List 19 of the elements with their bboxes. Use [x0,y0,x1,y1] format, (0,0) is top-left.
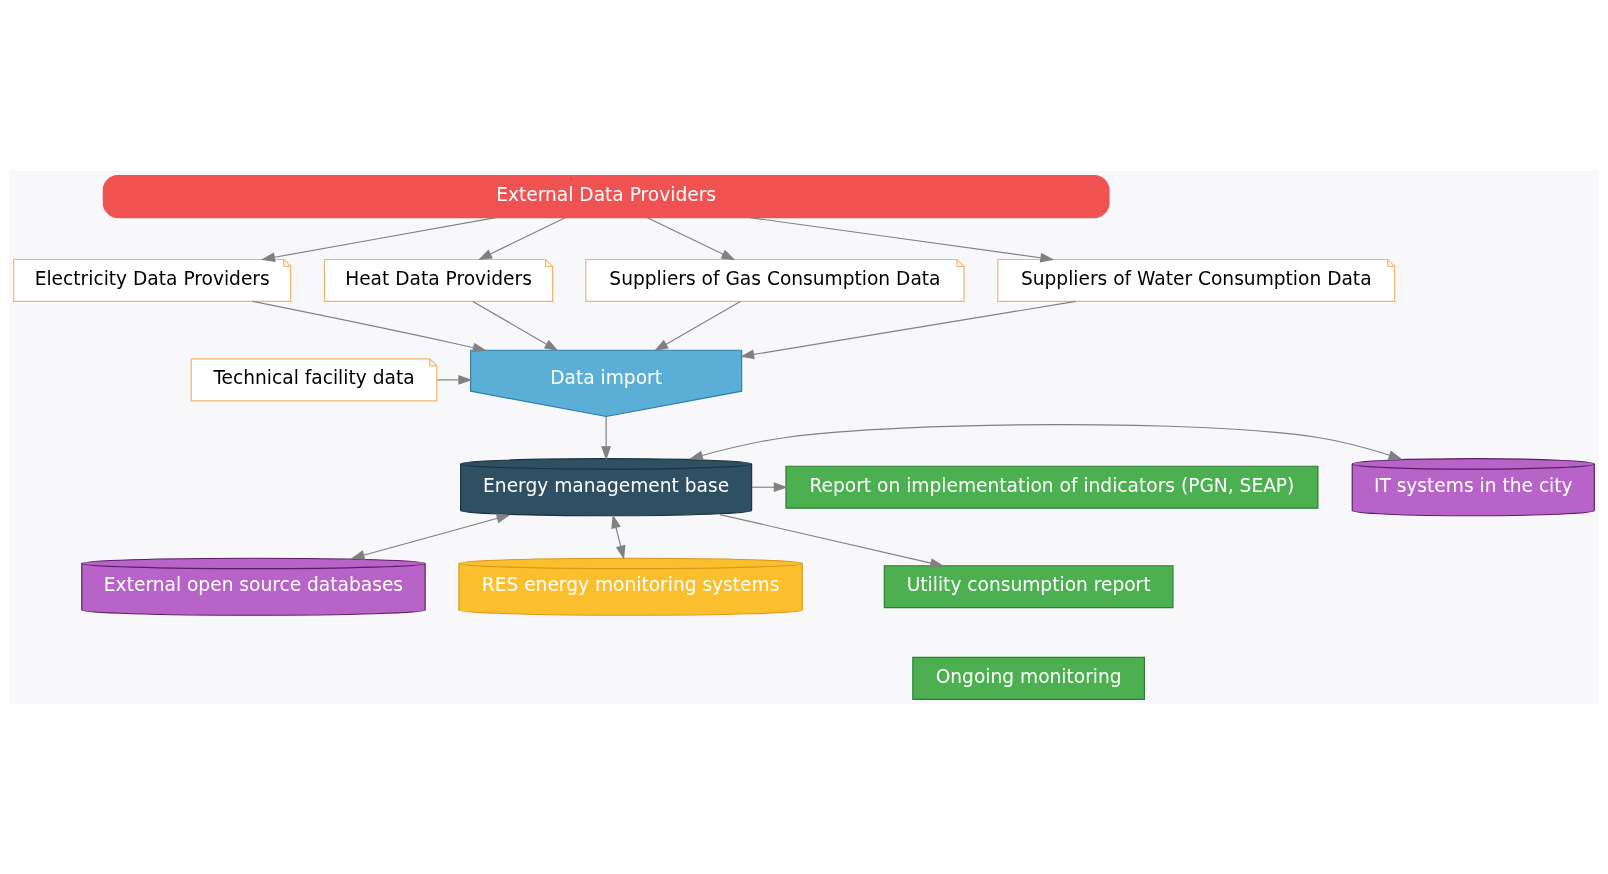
arrow [689,423,1403,460]
node-box: External Data Providers [102,174,1110,218]
arrow [436,374,473,385]
arrow [654,300,741,351]
node-box: Report on implementation of indicators (PGN, SEAP) [785,465,1319,509]
node-box: Ongoing monitoring [912,656,1146,700]
arrow [251,300,487,352]
arrow [478,216,566,260]
node-box: Utility consumption report [883,564,1174,608]
arrow [719,513,945,568]
arrow [740,300,1077,359]
arrow [472,300,559,351]
arrow [350,513,511,560]
arrow [749,216,1055,263]
arrow [601,415,612,460]
arrow [611,513,626,560]
arrow [646,216,736,260]
arrow [751,481,788,492]
arrow [261,216,497,262]
